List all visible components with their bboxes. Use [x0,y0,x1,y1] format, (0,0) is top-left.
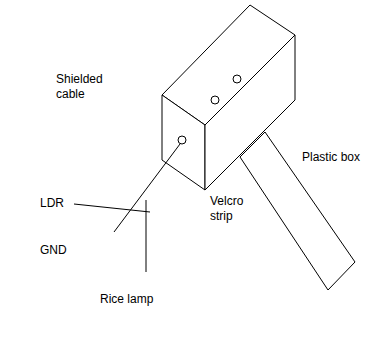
hole [233,75,241,83]
part-label: LDR [40,196,80,211]
part-label: Shielded cable [56,72,116,102]
part-label: GND [40,243,80,258]
box-left-face [162,95,205,190]
hole [211,96,219,104]
gnd-wire [146,200,147,272]
ldr-wire [74,204,150,212]
shielded-cable [114,144,180,232]
part-label: Plastic box [302,150,364,165]
caption: Rice lamp [100,292,220,307]
part-label: Velcro strip [210,194,254,224]
cable-gland [178,136,186,144]
